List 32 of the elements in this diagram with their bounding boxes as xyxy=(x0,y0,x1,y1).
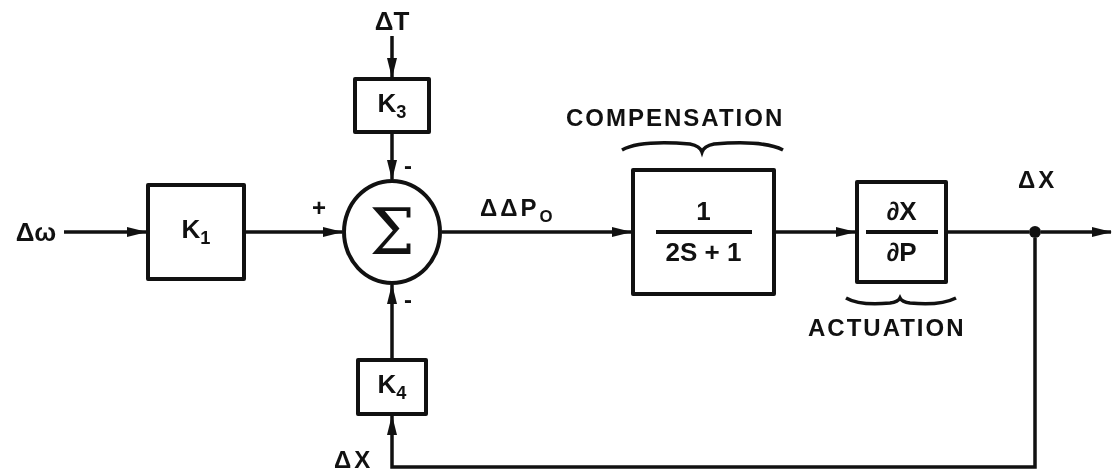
block-box xyxy=(855,180,948,284)
block-caption: ACTUATION xyxy=(808,316,966,340)
signal-arrow xyxy=(442,227,632,237)
signal-arrow xyxy=(776,227,856,237)
signal-name: Δω xyxy=(15,217,57,247)
signal-arrow xyxy=(387,284,397,358)
gain-label: K$_{3}$ xyxy=(377,88,407,123)
signal-arrow xyxy=(387,134,397,180)
block-box xyxy=(146,183,246,281)
signal-name: ΔT xyxy=(374,6,410,36)
numerator: ∂X xyxy=(886,197,917,226)
sign-label: - xyxy=(404,154,415,178)
signal-name: ΔX xyxy=(1018,168,1058,192)
signal-arrow xyxy=(387,36,397,78)
signal-arrow xyxy=(1041,227,1112,237)
signal-name: ΔX xyxy=(334,448,374,472)
block-caption: COMPENSATION xyxy=(566,106,785,130)
junction-dot xyxy=(1029,226,1041,238)
sign-label: + xyxy=(312,196,329,220)
denominator: 2S + 1 xyxy=(665,238,742,267)
gain-label: K$_{4}$ xyxy=(377,370,407,404)
signal-arrow xyxy=(64,227,147,237)
block-box xyxy=(631,168,776,296)
block-box xyxy=(353,77,431,134)
sign-label: - xyxy=(404,288,415,312)
sigma-symbol: Σ xyxy=(369,196,415,268)
signal-arrow xyxy=(387,238,1037,469)
numerator: 1 xyxy=(696,197,711,226)
block-box xyxy=(356,358,428,416)
signal-arrow xyxy=(246,227,343,237)
denominator: ∂P xyxy=(886,238,917,267)
gain-label: K$_{1}$ xyxy=(181,215,211,249)
